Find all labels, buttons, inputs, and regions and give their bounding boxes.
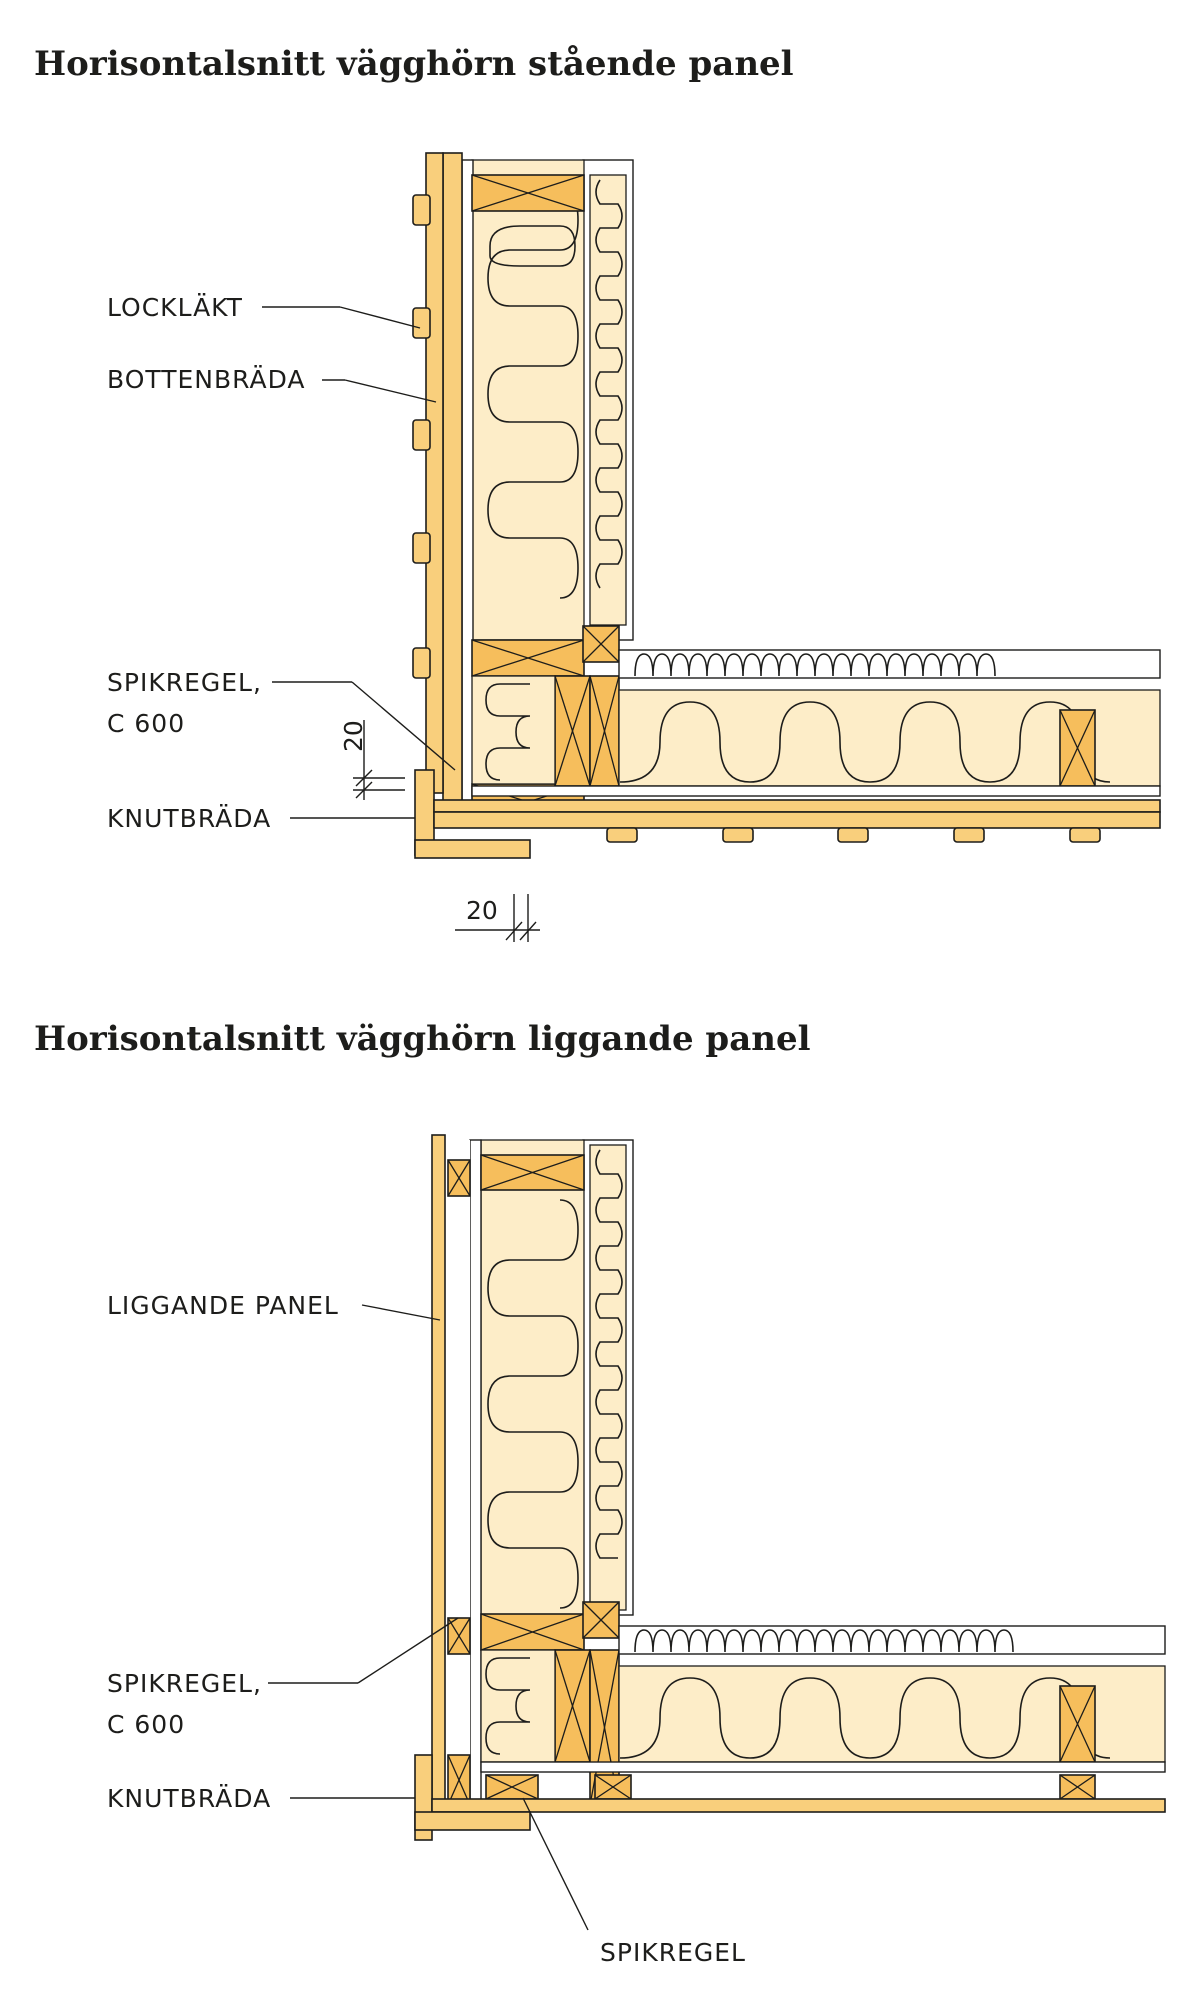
interior-insulation-wave-h2	[634, 1629, 1014, 1653]
locklakt-set	[412, 194, 431, 679]
wind-barrier-h1	[471, 785, 1161, 797]
label-locklakt: LOCKLÄKT	[107, 293, 243, 322]
horizontal-wall-horizontal	[414, 1625, 1166, 1831]
label-spikregel-line1: SPIKREGEL,	[107, 668, 262, 697]
interior-board-h1	[618, 649, 1161, 679]
knutbrada-h1	[414, 839, 531, 859]
corner-insulation-wave-v2	[485, 1657, 531, 1755]
main-insulation-wave-v1	[487, 189, 579, 599]
bottenbrada-v1	[425, 152, 444, 794]
bottenbrada-h1	[433, 811, 1161, 829]
wind-barrier-h2	[480, 1761, 1166, 1773]
interior-insulation-wave-h1	[634, 653, 996, 677]
horizontal-wall-vertical	[414, 1134, 634, 1841]
horizontal-panel-title: Horisontalsnitt vägghörn liggande panel	[34, 1019, 811, 1059]
label-spikregel-v2-line1: SPIKREGEL,	[107, 1669, 262, 1698]
spikregel-v1	[442, 152, 463, 806]
corner-insulation-v2	[480, 1649, 556, 1763]
spikregel-h1	[433, 799, 1161, 813]
interior-insulation-wave-v2	[595, 1149, 623, 1559]
dim-vertical-value: 20	[339, 720, 368, 752]
interior-insulation-wave-v1	[595, 179, 623, 589]
label-knutbrada: KNUTBRÄDA	[107, 804, 271, 833]
liggande-panel-v	[431, 1134, 446, 1813]
locklakt-h-set	[606, 827, 1101, 843]
knutbrada-h2	[414, 1811, 531, 1831]
leader-spikregel-bottom	[522, 1797, 589, 1931]
corner-insulation	[471, 675, 556, 785]
label-spikregel-line2: C 600	[107, 709, 185, 738]
main-insulation-wave-h2	[619, 1677, 1111, 1759]
corner-insulation-wave	[485, 683, 531, 781]
dimension-horizontal	[455, 894, 540, 942]
dimension-vertical	[353, 720, 405, 800]
horizontal-panel-drawing: LIGGANDE PANEL SPIKREGEL, C 600 KNUTBRÄD…	[107, 1134, 1166, 1967]
main-insulation-wave-h1	[619, 701, 1111, 783]
main-insulation-wave-v2	[487, 1199, 579, 1609]
label-spikregel-v2-line2: C 600	[107, 1710, 185, 1739]
label-liggande-panel: LIGGANDE PANEL	[107, 1291, 339, 1320]
label-spikregel-bottom: SPIKREGEL	[600, 1938, 746, 1967]
leader-liggande-panel	[361, 1304, 441, 1321]
standing-panel-drawing: LOCKLÄKT BOTTENBRÄDA SPIKREGEL, C 600 KN…	[107, 152, 1161, 942]
standing-wall-vertical	[412, 152, 634, 856]
standing-wall-horizontal	[414, 649, 1161, 859]
label-bottenbrada: BOTTENBRÄDA	[107, 365, 306, 394]
label-knutbrada-v2: KNUTBRÄDA	[107, 1784, 271, 1813]
liggande-panel-h	[431, 1798, 1166, 1813]
standing-panel-title: Horisontalsnitt vägghörn stående panel	[34, 44, 794, 84]
dim-horizontal-value: 20	[466, 896, 498, 925]
wind-barrier-v2	[469, 1139, 482, 1806]
